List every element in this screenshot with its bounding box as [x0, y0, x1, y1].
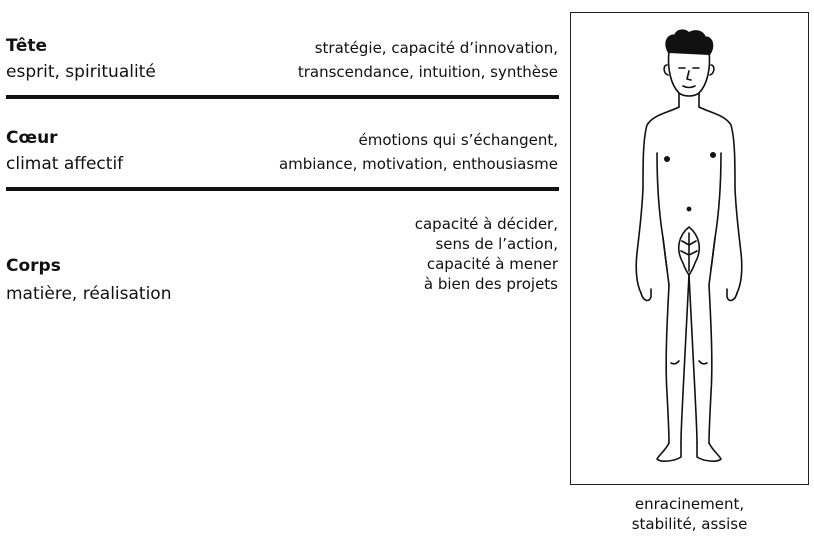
description-line: capacité à décider,	[414, 215, 558, 233]
section-head: Tête esprit, spiritualité stratégie, cap…	[6, 36, 558, 86]
description-line: ambiance, motivation, enthousiasme	[278, 155, 558, 173]
caption-line: enracinement,	[634, 495, 745, 513]
section-description: stratégie, capacité d’innovation, transc…	[298, 38, 558, 82]
section-subtitle: esprit, spiritualité	[6, 62, 156, 82]
figure-frame	[570, 12, 809, 485]
section-subtitle: climat affectif	[6, 154, 124, 174]
divider-rule	[6, 95, 559, 99]
section-title: Corps	[6, 256, 61, 276]
human-figure-icon	[635, 29, 743, 462]
section-title: Tête	[6, 36, 48, 56]
section-heart: Cœur climat affectif émotions qui s’écha…	[6, 128, 558, 178]
section-body: capacité à décider, sens de l’action, ca…	[6, 214, 558, 324]
description-line: capacité à mener	[426, 255, 558, 273]
section-description: émotions qui s’échangent, ambiance, moti…	[279, 130, 558, 174]
description-line: stratégie, capacité d’innovation,	[314, 39, 558, 57]
description-line: émotions qui s’échangent,	[358, 131, 558, 149]
caption-line: stabilité, assise	[631, 515, 748, 533]
divider-rule	[6, 187, 559, 191]
description-line: transcendance, intuition, synthèse	[297, 63, 558, 81]
section-title: Cœur	[6, 128, 58, 148]
section-subtitle: matière, réalisation	[6, 284, 172, 304]
description-line: à bien des projets	[423, 275, 558, 293]
figure-caption: enracinement, stabilité, assise	[570, 494, 809, 534]
section-description: capacité à décider, sens de l’action, ca…	[415, 214, 558, 294]
description-line: sens de l’action,	[435, 235, 558, 253]
